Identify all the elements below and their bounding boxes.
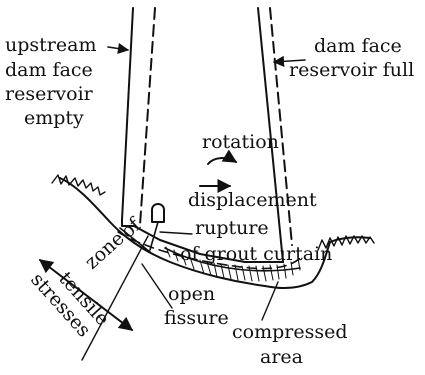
label-upstream-line3: reservoir — [5, 83, 94, 105]
upstream-face-leader — [108, 47, 128, 50]
label-full-line2: reservoir full — [289, 59, 414, 81]
label-compressed-line2: area — [260, 346, 303, 368]
label-fissure-line1: open — [168, 283, 215, 305]
label-compressed-line1: compressed — [232, 321, 348, 343]
label-rupture-line2: of grout curtain — [180, 243, 332, 265]
label-upstream-line2: dam face — [5, 59, 93, 81]
label-upstream-line4: empty — [24, 107, 84, 129]
label-fissure-line2: fissure — [164, 307, 229, 329]
label-full-line1: dam face — [314, 35, 402, 57]
dam-upstream-wall — [122, 8, 133, 220]
label-upstream-line1: upstream — [5, 34, 96, 56]
label-rotation: rotation — [202, 131, 279, 153]
label-rupture-line1: rupture — [195, 217, 269, 239]
label-displacement: displacement — [188, 189, 317, 211]
dam-upstream-face-full — [140, 8, 155, 225]
rotation-arrow — [208, 158, 236, 164]
rupture-leader — [160, 232, 192, 234]
grout-curtain-head — [152, 204, 164, 222]
